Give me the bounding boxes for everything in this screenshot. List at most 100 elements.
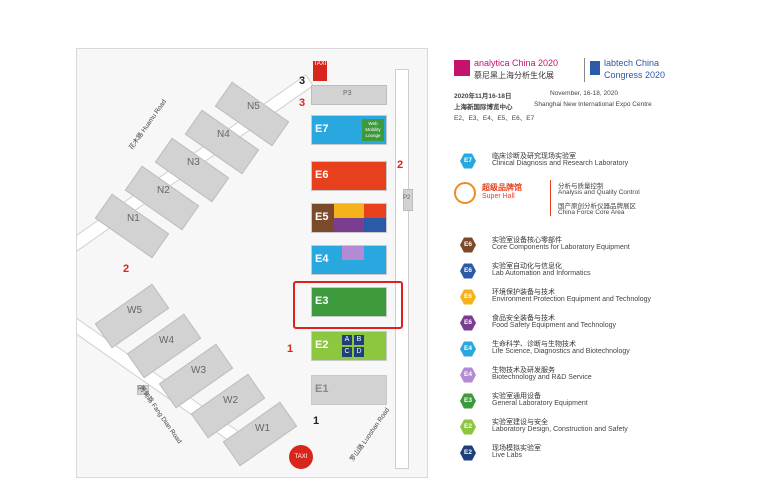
e2-cell-d: D	[354, 347, 364, 357]
entrance-1b-number: 1	[313, 415, 320, 427]
super-hall-en: Super Hall	[482, 193, 515, 200]
legend-cn: 临床诊断及研究现场实验室	[492, 153, 576, 160]
legend-cn: 环境保护装备与技术	[492, 289, 555, 296]
super-hall-item-1-en: Analysis and Quality Control	[558, 189, 640, 196]
hall-e6[interactable]: E6	[311, 161, 387, 191]
e5-segment-blue	[364, 218, 386, 232]
legend-item-e7: E7 临床诊断及研究现场实验室 Clinical Diagnosis and R…	[454, 152, 714, 178]
labtech-title: labtech China	[604, 58, 660, 68]
analytica-cn: 慕尼黑上海分析生化展	[474, 71, 554, 80]
super-hall-item-1-cn: 分析与质量控制	[558, 183, 604, 190]
hall-n4-label: N4	[217, 129, 230, 140]
hex-icon: E3	[460, 393, 476, 409]
legend-en: Biotechnology and R&D Service	[492, 374, 592, 381]
venue-en: Shanghai New International Expo Centre	[534, 101, 652, 108]
hall-n5-label: N5	[247, 101, 260, 112]
hall-w4-label: W4	[159, 335, 174, 346]
hall-e4[interactable]: E4	[311, 245, 387, 275]
analytica-title: analytica China 2020	[474, 58, 559, 68]
legend-cn: 现场模拟实验室	[492, 445, 541, 452]
date-en: November, 16-18, 2020	[550, 90, 618, 97]
legend-en: Live Labs	[492, 452, 522, 459]
legend-item: E6 食品安全装备与技术 Food Safety Equipment and T…	[454, 314, 714, 340]
legend-cn: 实验室通用设备	[492, 393, 541, 400]
hall-n3-label: N3	[187, 157, 200, 168]
hall-e2[interactable]: E2 A B C D	[311, 331, 387, 361]
hex-icon: E2	[460, 445, 476, 461]
labtech-sub: Congress 2020	[604, 70, 666, 80]
hall-w1-label: W1	[255, 423, 270, 434]
labtech-logo-icon	[590, 61, 600, 75]
legend-item: E4 生命科学、诊断与生物技术 Life Science, Diagnostic…	[454, 340, 714, 366]
legend-cn: 实验室建设与安全	[492, 419, 548, 426]
legend-super-hall: 超级品牌馆 Super Hall 分析与质量控制 Analysis and Qu…	[454, 180, 714, 220]
hall-e7[interactable]: E7 Web Mobility Lounge	[311, 115, 387, 145]
p2-block	[403, 189, 413, 211]
entrance-1-number: 1	[287, 343, 294, 355]
hex-icon: E6	[460, 263, 476, 279]
entrance-2-number: 2	[397, 159, 404, 171]
legend-cn: 生物技术及研发服务	[492, 367, 555, 374]
hex-icon: E2	[460, 419, 476, 435]
legend-cn: 实验室设备核心零部件	[492, 237, 562, 244]
hall-e3[interactable]: E3	[311, 287, 387, 317]
hall-e3-label: E3	[315, 295, 329, 307]
entrance-3-number: 3	[299, 75, 306, 87]
e5-segment-red	[364, 204, 386, 218]
hall-e4-label: E4	[315, 253, 329, 265]
super-hall-cn: 超级品牌馆	[482, 183, 522, 192]
legend-en: Laboratory Design, Construction and Safe…	[492, 426, 628, 433]
hall-list: E2、E3、E4、E5、E6、E7	[454, 115, 535, 122]
analytica-logo-icon	[454, 60, 470, 76]
road-east	[395, 69, 409, 469]
taxi-icon: TAXI	[289, 445, 313, 469]
header-divider	[584, 58, 585, 82]
hall-e7-label: E7	[315, 123, 329, 135]
legend-en: Environment Protection Equipment and Tec…	[492, 296, 652, 303]
hall-e1[interactable]: E1	[311, 375, 387, 405]
hex-icon: E4	[460, 341, 476, 357]
hall-e5[interactable]: E5	[311, 203, 387, 233]
legend-cn: 生命科学、诊断与生物技术	[492, 341, 576, 348]
p1-label: P1	[138, 386, 146, 392]
p1-block	[137, 385, 149, 395]
hex-icon: E7	[460, 153, 476, 169]
entrance-2b-number: 2	[123, 263, 130, 275]
legend-en: Clinical Diagnosis and Research Laborato…	[492, 160, 629, 167]
legend-en: Life Science, Diagnostics and Biotechnol…	[492, 348, 630, 355]
legend-cn: 食品安全装备与技术	[492, 315, 555, 322]
legend-en: General Laboratory Equipment	[492, 400, 588, 407]
legend-item: E2 现场模拟实验室 Live Labs	[454, 444, 714, 470]
legend-cn: 实验室自动化与信息化	[492, 263, 562, 270]
super-hall-item-2-cn: 国产原创分析仪器品牌展区	[558, 203, 636, 210]
e2-cell-a: A	[342, 335, 352, 345]
legend-item: E6 实验室自动化与信息化 Lab Automation and Informa…	[454, 262, 714, 288]
legend-item: E4 生物技术及研发服务 Biotechnology and R&D Servi…	[454, 366, 714, 392]
hall-n1-label: N1	[127, 213, 140, 224]
hall-w3-label: W3	[191, 365, 206, 376]
e4-segment-lilac	[342, 246, 364, 260]
road-label-huamu: 花木路 Huamu Road	[128, 98, 168, 152]
hall-e1-label: E1	[315, 383, 329, 395]
super-hall-divider	[550, 180, 551, 216]
hall-w2-label: W2	[223, 395, 238, 406]
hall-w5-label: W5	[127, 305, 142, 316]
legend-item: E3 实验室通用设备 General Laboratory Equipment	[454, 392, 714, 418]
venue-cn: 上海新国际博览中心	[454, 104, 513, 111]
entrance-3-top[interactable]: TAXI	[313, 61, 327, 81]
e7-lounge-box: Web Mobility Lounge	[362, 119, 384, 141]
legend-en: Lab Automation and Informatics	[492, 270, 591, 277]
hall-e5-label: E5	[315, 211, 329, 223]
hall-n2-label: N2	[157, 185, 170, 196]
legend-item: E6 实验室设备核心零部件 Core Components for Labora…	[454, 236, 714, 262]
legend-en: Food Safety Equipment and Technology	[492, 322, 617, 329]
legend-item: E2 实验室建设与安全 Laboratory Design, Construct…	[454, 418, 714, 444]
hex-icon: E6	[460, 289, 476, 305]
hex-icon: E6	[460, 315, 476, 331]
legend-en: Core Components for Laboratory Equipment	[492, 244, 630, 251]
road-label-luoshan: 罗山路 Luoshan Road	[348, 406, 392, 463]
entrance-3b-number: 3	[299, 97, 306, 109]
super-hall-item-2-en: China Force Core Area	[558, 209, 625, 216]
e5-segment-yellow	[334, 204, 364, 218]
super-hall-icon	[454, 182, 476, 204]
